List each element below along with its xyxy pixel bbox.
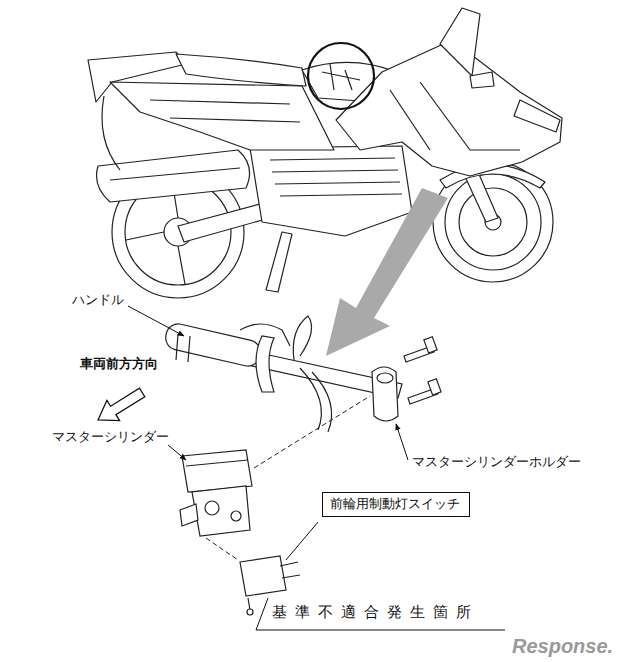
direction-arrow: [92, 382, 149, 430]
part-label: マスターシリンダーホルダー: [412, 454, 581, 470]
motorcycle: [88, 8, 562, 298]
master-cylinder: [180, 450, 252, 536]
watermark: Response.: [512, 634, 613, 658]
part-label: ハンドル: [72, 292, 124, 308]
part-label: マスターシリンダー: [52, 429, 169, 445]
handlebar: [163, 316, 402, 432]
holder: [372, 337, 441, 421]
highlight-circle: [308, 43, 374, 109]
zoom-arrow: [326, 188, 448, 356]
box-text: 前輪用制動灯スイッチ: [330, 496, 462, 513]
defect-location-label: 基準不適合発生箇所: [272, 603, 479, 621]
label-box: 前輪用制動灯スイッチ: [322, 492, 470, 517]
direction-label: 車両前方方向: [80, 356, 158, 372]
